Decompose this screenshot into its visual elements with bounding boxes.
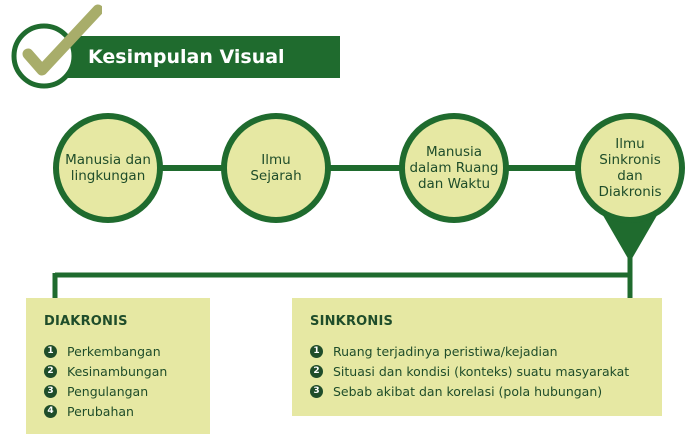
node-circle-4 <box>575 113 685 223</box>
list-item: 1 Perkembangan <box>44 341 192 361</box>
sinkronis-box: SINKRONIS 1 Ruang terjadinya peristiwa/k… <box>292 298 662 416</box>
list-item-text: Pengulangan <box>67 383 149 399</box>
node-label-4: Ilmu Sinkronis dan Diakronis <box>598 136 662 200</box>
node-circle-3 <box>399 113 509 223</box>
list-item: 3 Sebab akibat dan korelasi (pola hubung… <box>310 381 644 401</box>
node-circle-2 <box>221 113 331 223</box>
section-title: Kesimpulan Visual <box>88 46 285 68</box>
sinkronis-list: 1 Ruang terjadinya peristiwa/kejadian 2 … <box>310 341 644 401</box>
list-item-text: Situasi dan kondisi (konteks) suatu masy… <box>333 363 630 379</box>
number-badge-4: 4 <box>44 404 57 418</box>
number-badge-1: 1 <box>310 344 323 358</box>
node-circle-1 <box>53 113 163 223</box>
number-badge-3: 3 <box>310 384 323 398</box>
list-item-text: Perubahan <box>67 403 134 419</box>
diakronis-list: 1 Perkembangan 2 Kesinambungan 3 Pengula… <box>44 341 192 421</box>
list-item-text: Perkembangan <box>67 343 161 359</box>
node-label-1: Manusia dan lingkungan <box>65 152 151 184</box>
list-item-text: Sebab akibat dan korelasi (pola hubungan… <box>333 383 603 399</box>
node-label-3: Manusia dalam Ruang dan Waktu <box>409 144 499 192</box>
list-item: 2 Situasi dan kondisi (konteks) suatu ma… <box>310 361 644 381</box>
list-item: 2 Kesinambungan <box>44 361 192 381</box>
section-header: Kesimpulan Visual <box>36 36 340 78</box>
diakronis-title: DIAKRONIS <box>44 314 128 329</box>
number-badge-2: 2 <box>310 364 323 378</box>
checkmark-icon <box>11 4 102 89</box>
list-item-text: Ruang terjadinya peristiwa/kejadian <box>333 343 558 359</box>
list-item: 3 Pengulangan <box>44 381 192 401</box>
list-item: 1 Ruang terjadinya peristiwa/kejadian <box>310 341 644 361</box>
list-item-text: Kesinambungan <box>67 363 168 379</box>
number-badge-1: 1 <box>44 344 57 358</box>
node-label-2: Ilmu Sejarah <box>250 152 302 184</box>
number-badge-2: 2 <box>44 364 57 378</box>
list-item: 4 Perubahan <box>44 401 192 421</box>
sinkronis-title: SINKRONIS <box>310 314 394 329</box>
number-badge-3: 3 <box>44 384 57 398</box>
diakronis-box: DIAKRONIS 1 Perkembangan 2 Kesinambungan… <box>26 298 210 434</box>
